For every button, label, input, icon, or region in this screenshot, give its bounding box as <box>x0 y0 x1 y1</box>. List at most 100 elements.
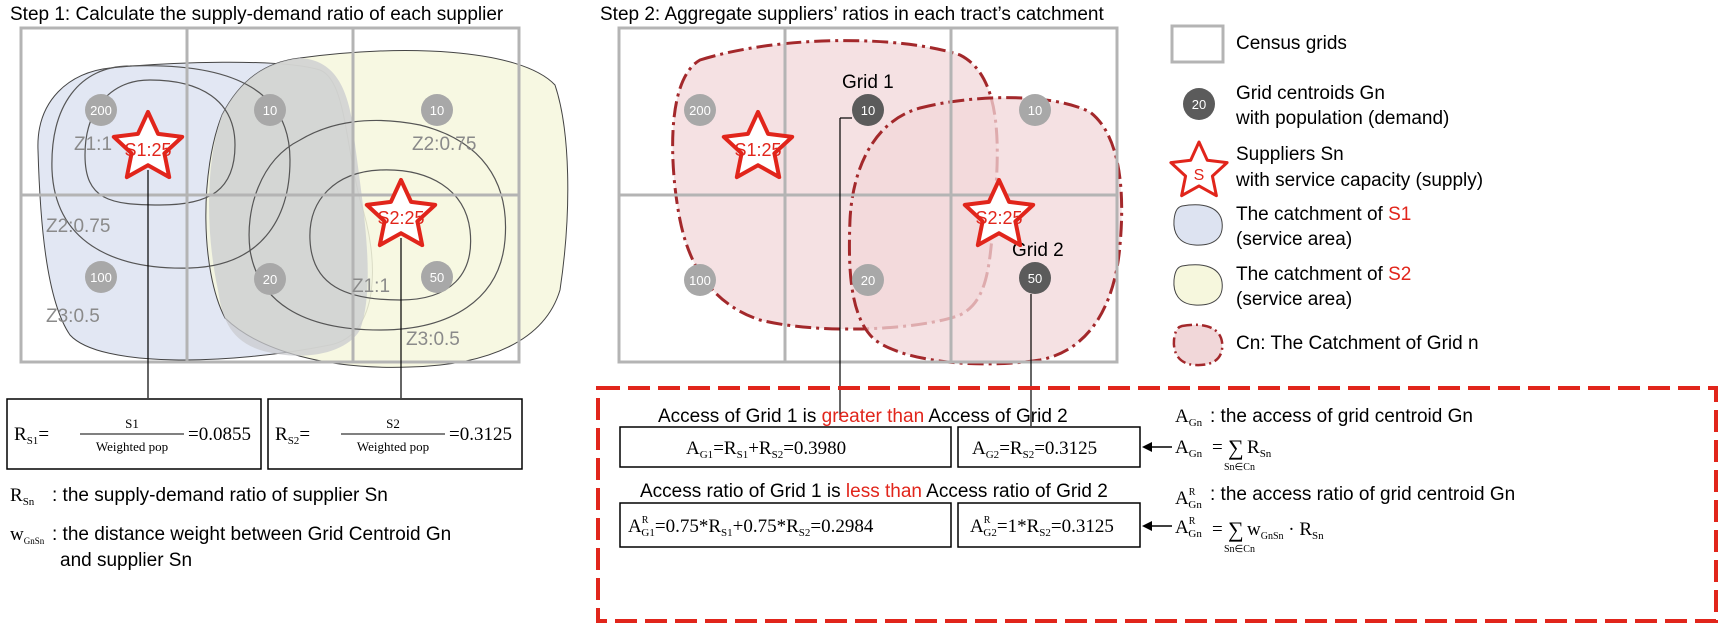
step2-s1-star-icon: S1:25 <box>721 110 795 180</box>
legend-supplier-line2: with service capacity (supply) <box>1235 170 1483 191</box>
step1-centroids: 200 10 10 100 20 50 <box>85 94 453 295</box>
svg-text:AGn: AGn <box>1175 437 1203 460</box>
definition-w: wGnSn : the distance weight between Grid… <box>10 524 451 571</box>
svg-text:AGn: AGn <box>1175 406 1203 429</box>
ratio-heading: Access ratio of Grid 1 is less than Acce… <box>640 481 1108 502</box>
svg-text:=: = <box>1212 437 1223 458</box>
centroid-pop: 20 <box>263 272 277 287</box>
centroid-pop: 200 <box>90 103 112 118</box>
centroid-circle <box>421 261 453 293</box>
s2-zone-z2 <box>248 119 507 331</box>
svg-text:=0.0855: =0.0855 <box>188 424 251 445</box>
s1-z1-label: Z1:1 <box>74 134 112 155</box>
centroid-pop: 20 <box>861 273 875 288</box>
svg-text:S2: S2 <box>386 416 400 431</box>
step1-title: Step 1: Calculate the supply-demand rati… <box>10 4 504 25</box>
svg-text:∑: ∑ <box>1228 435 1244 460</box>
access-g2-box: AG2=RS2=0.3125 <box>957 426 1141 468</box>
svg-text:RSn: RSn <box>1247 437 1272 460</box>
definition-r: RSn : the supply-demand ratio of supplie… <box>10 485 388 508</box>
centroid-circle <box>254 94 286 126</box>
svg-text:Weighted pop: Weighted pop <box>357 439 429 454</box>
centroid-circle <box>852 264 884 296</box>
legend-supplier-star-icon <box>1169 140 1229 198</box>
legend-catch-s1: The catchment of S1 <box>1236 204 1411 225</box>
s1-star-icon: S1:25 <box>111 110 185 180</box>
s2-zone-z1 <box>309 169 472 301</box>
s1-z3-label: Z3:0.5 <box>46 306 100 327</box>
sum-formula-a: AGn = ∑ RSn Sn∈Cn <box>1175 435 1272 473</box>
s2-star-label: S2:25 <box>377 208 424 228</box>
step2-grid <box>617 26 1119 364</box>
legend-s1-catchment-icon <box>1173 204 1223 246</box>
centroid-circle <box>684 264 716 296</box>
s2-star-icon: S2:25 <box>364 178 438 248</box>
centroid-pop: 10 <box>861 103 875 118</box>
svg-text:=0.3125: =0.3125 <box>449 424 512 445</box>
centroid-circle <box>1019 94 1051 126</box>
legend-catch-s1-line2: (service area) <box>1236 229 1352 250</box>
centroid-circle <box>85 94 117 126</box>
formula-box-s2: RS2= S2 Weighted pop =0.3125 <box>267 398 523 470</box>
svg-text:: the supply-demand ratio of s: : the supply-demand ratio of supplier Sn <box>52 485 388 506</box>
definition-a: AGn : the access of grid centroid Gn <box>1175 406 1473 429</box>
centroid-circle <box>254 263 286 295</box>
svg-text:and supplier Sn: and supplier Sn <box>60 550 192 571</box>
svg-text:: the access of grid centroid: : the access of grid centroid Gn <box>1210 406 1473 427</box>
legend-grid-catchment-icon <box>1172 323 1224 367</box>
legend-centroid-line2: with population (demand) <box>1235 108 1449 129</box>
s1-z2-label: Z2:0.75 <box>46 216 110 237</box>
s2-z3-label: Z3:0.5 <box>406 329 460 350</box>
centroid-pop: 200 <box>689 103 711 118</box>
legend-catch-s2-line2: (service area) <box>1236 289 1352 310</box>
legend: Census grids 20 Grid centroids Gn with p… <box>1169 24 1483 367</box>
centroid-pop: 50 <box>430 270 444 285</box>
svg-text:RS1=: RS1= <box>14 424 49 447</box>
centroid-pop: 50 <box>1028 271 1042 286</box>
s1-star-label: S1:25 <box>124 140 171 160</box>
svg-text:Sn∈Cn: Sn∈Cn <box>1224 462 1255 473</box>
step2-s2-star-icon: S2:25 <box>962 178 1036 248</box>
step2-s1-star-label: S1:25 <box>734 140 781 160</box>
svg-text:S1: S1 <box>125 416 139 431</box>
step2-centroids: 200 10 10 100 20 50 <box>684 94 1051 296</box>
svg-text:∑: ∑ <box>1228 517 1244 542</box>
step1-grid <box>19 26 521 364</box>
svg-text:=: = <box>1212 519 1223 540</box>
centroid-circle <box>684 94 716 126</box>
svg-text:AG1=RS1+RS2=0.3980: AG1=RS1+RS2=0.3980 <box>686 438 846 461</box>
svg-text:wGnSn: wGnSn <box>10 524 45 546</box>
legend-supplier-line1: Suppliers Sn <box>1236 144 1344 165</box>
svg-text:AG2=RS2=0.3125: AG2=RS2=0.3125 <box>972 438 1097 461</box>
svg-text:: the access ratio of grid cen: : the access ratio of grid centroid Gn <box>1210 484 1515 505</box>
grid1-label: Grid 1 <box>842 72 894 93</box>
svg-text:wGnSn · RSn: wGnSn · RSn <box>1247 519 1324 542</box>
s2-z2-label: Z2:0.75 <box>412 134 476 155</box>
centroid-pop: 100 <box>90 270 112 285</box>
s2-z1-label: Z1:1 <box>352 276 390 297</box>
centroid-pop: 10 <box>263 103 277 118</box>
legend-centroid-icon <box>1183 88 1215 120</box>
svg-text:: the distance weight between: : the distance weight between Grid Centr… <box>52 524 451 545</box>
overlap-region <box>209 58 368 356</box>
legend-census-grids: Census grids <box>1236 33 1347 54</box>
step2-s2-star-label: S2:25 <box>975 208 1022 228</box>
grid2-label: Grid 2 <box>1012 240 1064 261</box>
svg-text:S: S <box>1194 167 1205 184</box>
centroid-pop: 100 <box>689 273 711 288</box>
access-heading: Access of Grid 1 is greater than Access … <box>658 406 1068 427</box>
formula-box-s1: RS1= S1 Weighted pop =0.0855 <box>6 398 262 470</box>
centroid-circle <box>421 94 453 126</box>
grid1-centroid-circle <box>852 94 884 126</box>
centroid-pop: 10 <box>1028 103 1042 118</box>
centroid-circle <box>85 261 117 293</box>
